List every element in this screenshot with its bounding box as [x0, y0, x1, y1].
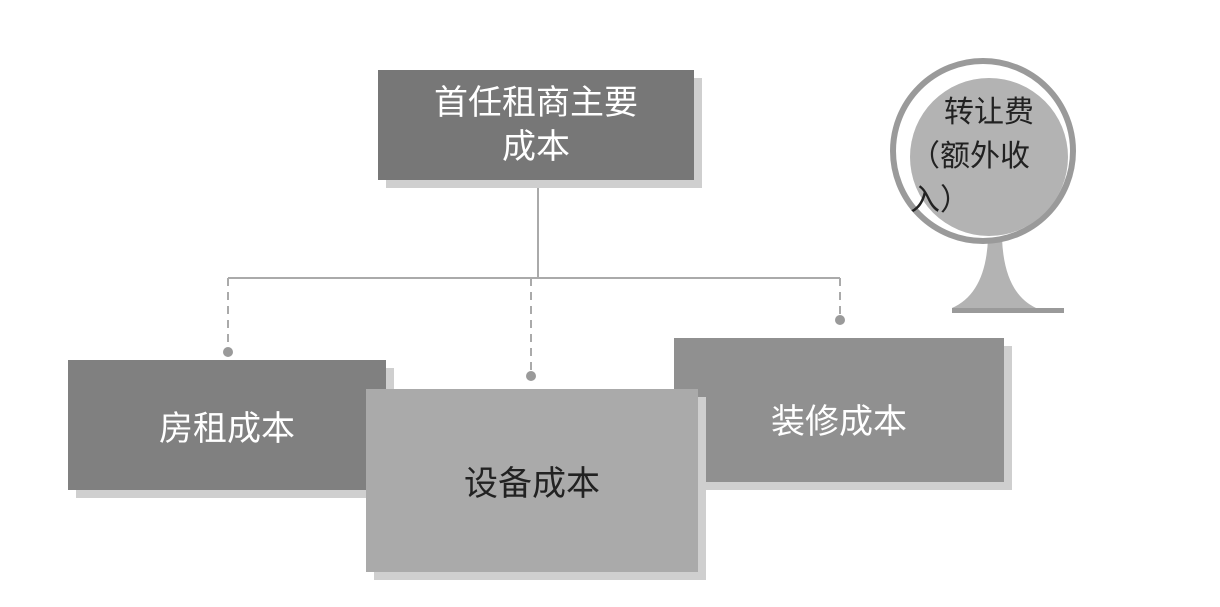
decoration-cost-box: 装修成本: [674, 338, 1004, 482]
root-title-line2: 成本: [502, 127, 570, 167]
decoration-link-dot: [835, 315, 845, 325]
rent-link-dot: [223, 347, 233, 357]
transfer-fee-badge: 转让费 （额外收入）: [890, 58, 1080, 318]
root-cost-box: 首任租商主要 成本: [378, 70, 694, 180]
badge-base: [952, 308, 1064, 313]
equipment-cost-box: 设备成本: [366, 389, 698, 572]
badge-inner-circle: 转让费 （额外收入）: [910, 78, 1068, 236]
badge-outer-ring: 转让费 （额外收入）: [890, 58, 1076, 244]
rent-cost-label: 房租成本: [159, 408, 295, 449]
badge-title: 转让费: [944, 95, 1034, 130]
rent-cost-box: 房租成本: [68, 360, 386, 490]
badge-stand-graphic: [952, 238, 1064, 313]
badge-subtitle: （额外收入）: [910, 139, 1030, 218]
decoration-cost-label: 装修成本: [771, 402, 907, 442]
equipment-cost-label: 设备成本: [464, 464, 600, 504]
equipment-link-dot: [526, 371, 536, 381]
badge-stand: [952, 238, 1036, 310]
root-title-line1: 首任租商主要: [434, 83, 638, 123]
